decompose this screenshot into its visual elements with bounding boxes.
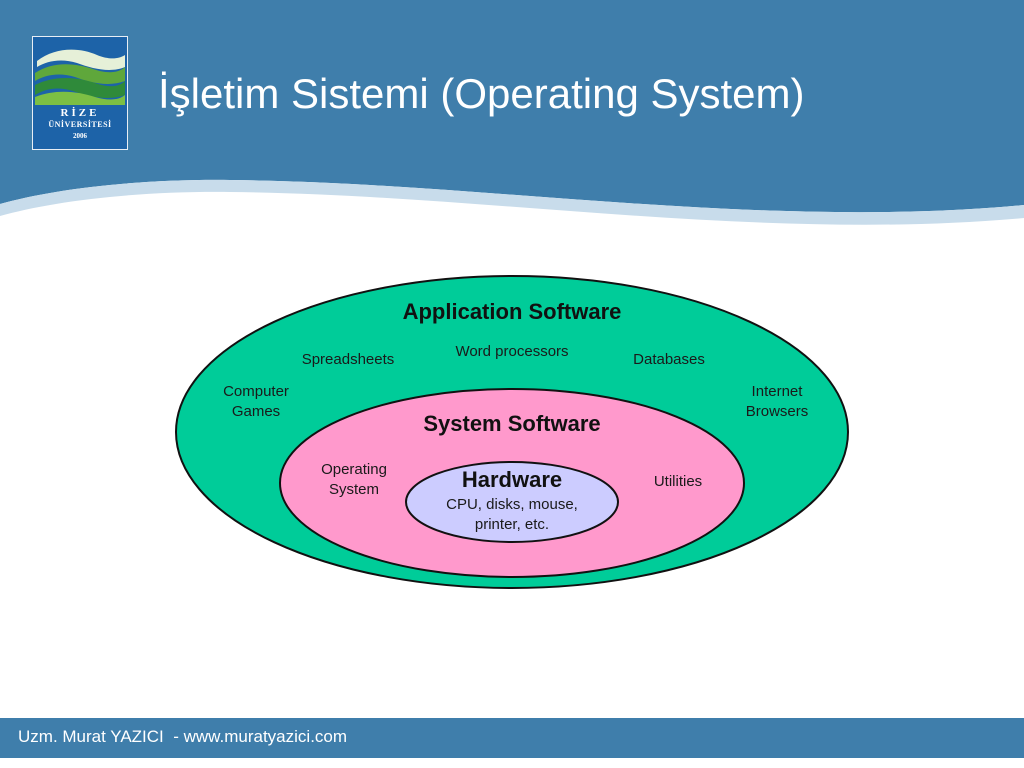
logo-text-year: 2006 (73, 132, 87, 140)
sys-item-operating-system: Operating System (321, 461, 387, 498)
university-logo: RİZE ÜNİVERSİTESİ 2006 (32, 36, 128, 150)
logo-text-rize: RİZE (60, 107, 100, 119)
title-header: RİZE ÜNİVERSİTESİ 2006 İşletim Sistemi (… (0, 0, 1024, 230)
software-layers-diagram: Application Software Spreadsheets Word p… (160, 262, 860, 602)
hardware-description: CPU, disks, mouse, printer, etc. (446, 496, 578, 533)
hardware-title: Hardware (461, 467, 563, 492)
application-software-title: Application Software (402, 299, 622, 324)
app-item-computer-games: Computer Games (223, 383, 289, 420)
header-band-shape (0, 0, 1024, 225)
app-item-spreadsheets: Spreadsheets (301, 351, 395, 368)
footer-author-website: Uzm. Murat YAZICI - www.muratyazici.com (18, 727, 348, 746)
app-item-internet-browsers: Internet Browsers (745, 383, 809, 420)
hardware-ellipse (405, 461, 619, 543)
hills-emblem-icon (35, 49, 125, 105)
nested-ellipses (175, 275, 849, 589)
sys-item-utilities: Utilities (653, 473, 703, 490)
app-item-word-processors: Word processors (455, 343, 569, 360)
footer-bar: Uzm. Murat YAZICI - www.muratyazici.com (0, 718, 1024, 758)
logo-text-universitesi: ÜNİVERSİTESİ (48, 120, 112, 129)
page-title: İşletim Sistemi (Operating System) (158, 70, 805, 117)
system-software-title: System Software (423, 411, 601, 436)
app-item-databases: Databases (633, 351, 705, 368)
